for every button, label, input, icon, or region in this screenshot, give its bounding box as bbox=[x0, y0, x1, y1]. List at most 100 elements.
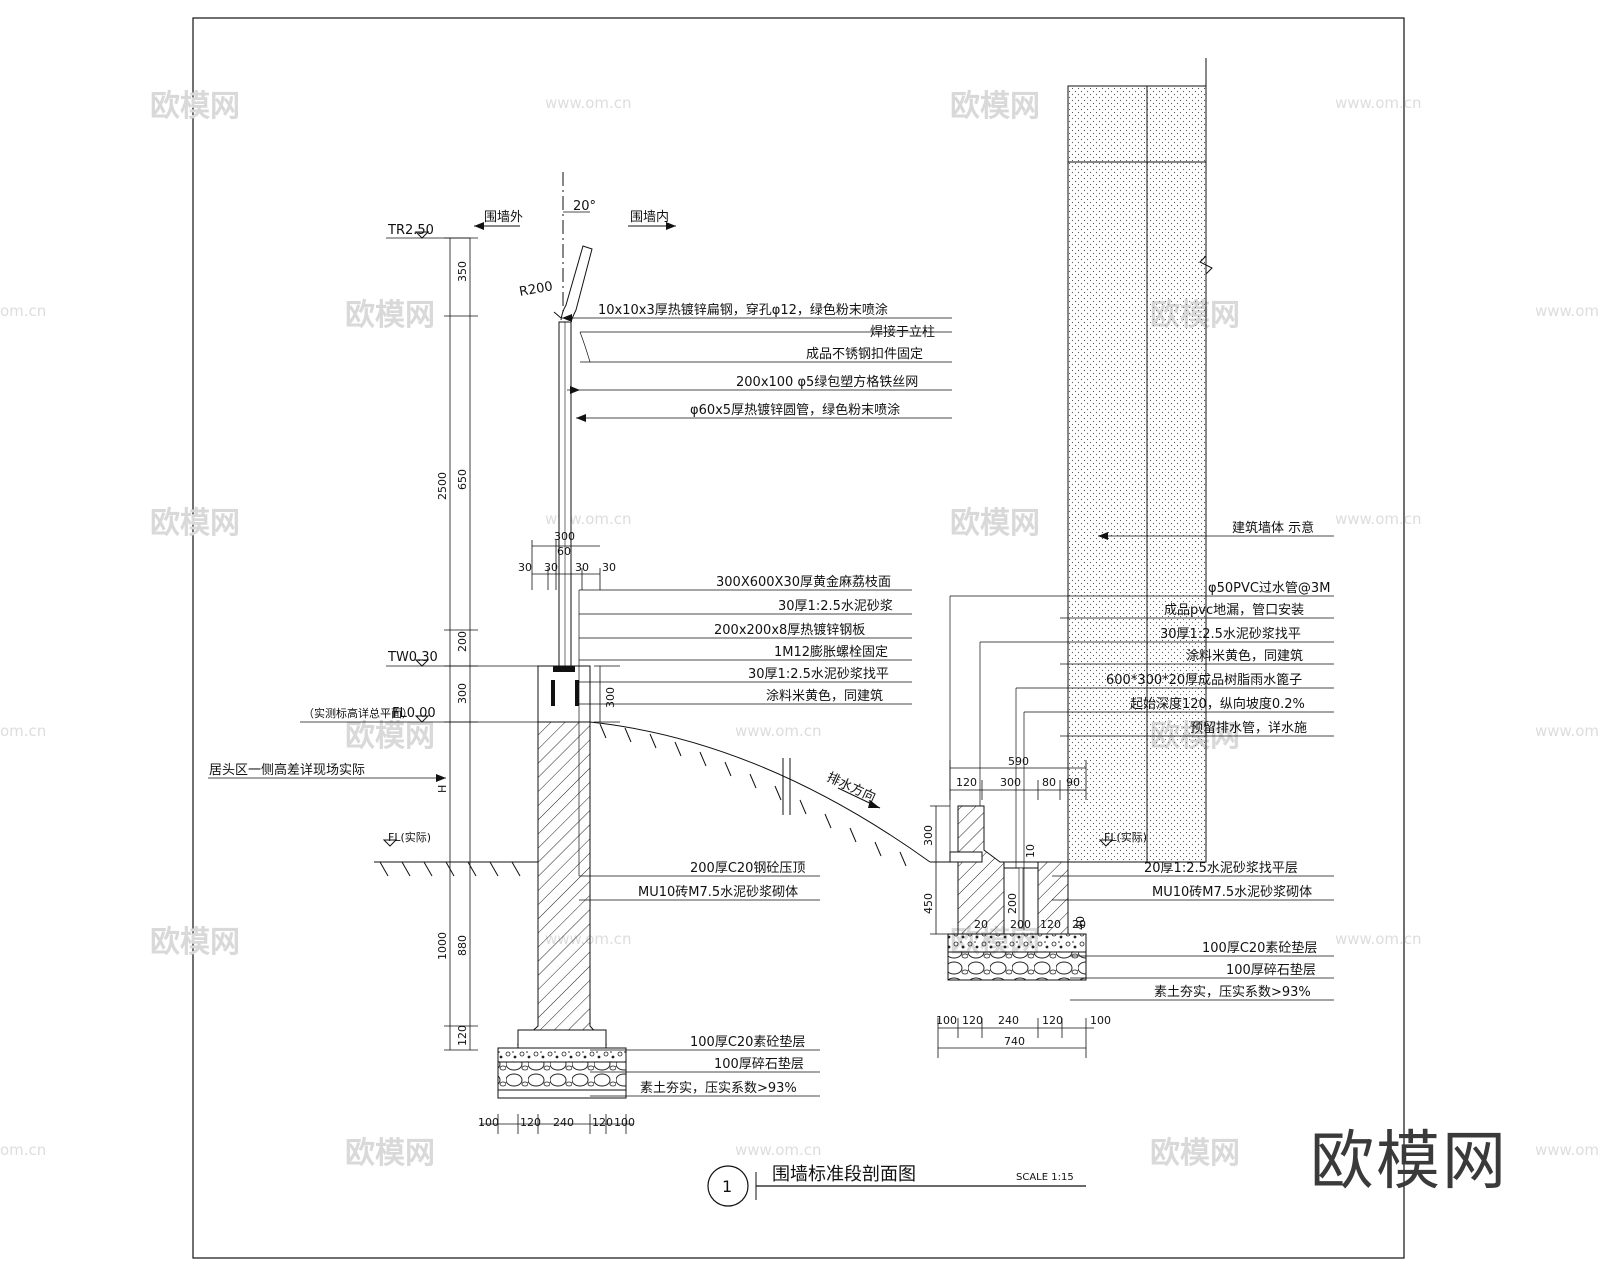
section-number-circle bbox=[707, 1165, 749, 1207]
level-markers: TR2.50 TW0.30 （实测标高详总平面） FL0.00 居头区一侧高差详… bbox=[208, 223, 1147, 847]
callout-drain-pipe: 预留排水管，详水施 bbox=[1190, 721, 1307, 736]
dim-right-v40: 40 bbox=[1074, 916, 1087, 930]
callout-brick-right: MU10砖M7.5水泥砂浆砌体 bbox=[1152, 885, 1312, 900]
level-top: TR2.50 bbox=[387, 223, 434, 238]
watermark-url: www.om.cn bbox=[735, 722, 822, 740]
dim-right-300: 300 bbox=[1000, 776, 1021, 789]
watermark-brand: 欧模网 bbox=[150, 925, 240, 960]
dim-top-30d: 30 bbox=[602, 561, 616, 574]
watermark-brand: 欧模网 bbox=[345, 1136, 435, 1171]
dim-cap-300: 300 bbox=[604, 687, 617, 708]
right-dimensions: 590 120 300 80 90 300 450 200 10 40 20 2… bbox=[922, 755, 1111, 1058]
watermark-brand: 欧模网 bbox=[150, 89, 240, 124]
callout-brick: MU10砖M7.5水泥砂浆砌体 bbox=[638, 885, 798, 900]
dim-right-120: 120 bbox=[956, 776, 977, 789]
dim-right-v300: 300 bbox=[922, 825, 935, 846]
dim-right-v200: 200 bbox=[1006, 893, 1019, 914]
dim-right-90: 90 bbox=[1066, 776, 1080, 789]
callout-grate: 600*300*20厚成品树脂雨水篦子 bbox=[1106, 673, 1302, 688]
dim-bottom-100b: 100 bbox=[614, 1116, 635, 1129]
watermark-brand: 欧模网 bbox=[950, 89, 1040, 124]
level-wall-top: TW0.30 bbox=[387, 650, 438, 665]
dim-top-30a: 30 bbox=[518, 561, 532, 574]
ground-level-left: FL(实际) bbox=[388, 830, 431, 844]
callout-concrete-bed: 100厚C20素砼垫层 bbox=[690, 1034, 805, 1050]
dim-right-590: 590 bbox=[1008, 755, 1029, 768]
fence-post bbox=[553, 172, 593, 673]
callout-clamp: 成品不锈钢扣件固定 bbox=[806, 347, 923, 362]
dim-200: 200 bbox=[456, 631, 469, 652]
dim-right-bottom-100b: 100 bbox=[1090, 1014, 1111, 1027]
watermark-url: www.om.cn bbox=[545, 510, 632, 528]
callout-soil-right: 素土夯实，压实系数>93% bbox=[1154, 985, 1311, 1000]
dim-right-80: 80 bbox=[1042, 776, 1056, 789]
watermark-url: om.cn bbox=[0, 1141, 46, 1159]
callout-concrete-bed-right: 100厚C20素砼垫层 bbox=[1202, 940, 1317, 956]
level-floor: FL0.00 bbox=[392, 706, 436, 721]
watermark-url: www.om.cn bbox=[1335, 510, 1422, 528]
dim-right-bottom-120b: 120 bbox=[1042, 1014, 1063, 1027]
callout-floor-drain: 成品pvc地漏，管口安装 bbox=[1164, 602, 1304, 618]
watermark-url: www.om.cn bbox=[1535, 722, 1600, 740]
dim-bottom-240: 240 bbox=[553, 1116, 574, 1129]
callout-granite: 300X600X30厚黄金麻荔枝面 bbox=[716, 574, 891, 590]
dim-top-300: 300 bbox=[554, 530, 575, 543]
callout-mesh: 200x100 φ5绿包塑方格铁丝网 bbox=[736, 374, 918, 390]
dim-bottom-120a: 120 bbox=[520, 1116, 541, 1129]
dim-bottom-120b: 120 bbox=[592, 1116, 613, 1129]
dim-350: 350 bbox=[456, 261, 469, 282]
callout-flat-steel: 10x10x3厚热镀锌扁钢，穿孔φ12，绿色粉末喷涂 bbox=[598, 302, 888, 318]
dim-120: 120 bbox=[456, 1025, 469, 1046]
dim-right-inner-20b: 20 bbox=[1072, 918, 1086, 931]
dim-right-inner-200: 200 bbox=[1010, 918, 1031, 931]
dim-top-30c: 30 bbox=[575, 561, 589, 574]
watermark-brand: 欧模网 bbox=[950, 506, 1040, 541]
radius-label: R200 bbox=[518, 279, 554, 300]
angle-label: 20° bbox=[573, 199, 596, 214]
ground: 排水方向 bbox=[374, 721, 931, 877]
dim-right-740: 740 bbox=[1004, 1035, 1025, 1048]
watermark-url: www.om.cn bbox=[1335, 94, 1422, 112]
height-note: 居头区一侧高差详现场实际 bbox=[209, 762, 365, 778]
floor-note: （实测标高详总平面） bbox=[303, 706, 413, 720]
dim-top-30b: 30 bbox=[544, 561, 558, 574]
callout-paint: 涂料米黄色，同建筑 bbox=[766, 688, 883, 704]
label-outside: 围墙外 bbox=[484, 210, 523, 225]
drainage-trench bbox=[930, 805, 1087, 981]
callout-levelling-right: 30厚1:2.5水泥砂浆找平 bbox=[1160, 627, 1301, 642]
callout-slope: 起始深度120，纵向坡度0.2% bbox=[1130, 696, 1305, 712]
watermark-url: www.om.cn bbox=[1535, 1141, 1600, 1159]
watermark-url: om.cn bbox=[0, 302, 46, 320]
dim-650: 650 bbox=[456, 469, 469, 490]
callout-weld: 焊接于立柱 bbox=[870, 324, 935, 340]
brand-watermark-large: 欧模网 bbox=[1310, 1125, 1508, 1199]
left-wall bbox=[497, 665, 627, 1099]
title-block: 1 围墙标准段剖面图 SCALE 1:15 bbox=[707, 1164, 1086, 1207]
left-dimensions: 350 650 2500 200 300 H 880 1000 120 300 … bbox=[436, 237, 635, 1134]
watermark-brand: 欧模网 bbox=[150, 506, 240, 541]
dim-right-bottom-120a: 120 bbox=[962, 1014, 983, 1027]
dim-1000: 1000 bbox=[436, 932, 449, 960]
callout-gravel-bed-right: 100厚碎石垫层 bbox=[1226, 962, 1316, 978]
side-labels: 围墙外 围墙内 20° R200 bbox=[474, 199, 676, 300]
dim-right-bottom-240: 240 bbox=[998, 1014, 1019, 1027]
drawing-title: 围墙标准段剖面图 bbox=[772, 1164, 916, 1185]
callout-screed: 20厚1:2.5水泥砂浆找平层 bbox=[1144, 861, 1298, 876]
watermark-url: om.cn bbox=[0, 722, 46, 740]
section-number: 1 bbox=[722, 1177, 732, 1196]
callout-mortar: 30厚1:2.5水泥砂浆 bbox=[778, 599, 893, 614]
dim-right-inner-20a: 20 bbox=[974, 918, 988, 931]
dim-300: 300 bbox=[456, 683, 469, 704]
left-callouts: 10x10x3厚热镀锌扁钢，穿孔φ12，绿色粉末喷涂 焊接于立柱 成品不锈钢扣件… bbox=[562, 302, 952, 1097]
callout-base-plate: 200x200x8厚热镀锌钢板 bbox=[714, 622, 865, 638]
drawing-scale: SCALE 1:15 bbox=[1016, 1172, 1074, 1183]
label-inside: 围墙内 bbox=[630, 209, 669, 225]
dim-top-60: 60 bbox=[557, 545, 571, 558]
sheet-border bbox=[192, 17, 1405, 1259]
callout-paint-right: 涂料米黄色，同建筑 bbox=[1186, 648, 1303, 664]
watermark-url: www.om.cn bbox=[1335, 930, 1422, 948]
callout-pvc-pipe: φ50PVC过水管@3M bbox=[1208, 581, 1330, 596]
dim-bottom-100a: 100 bbox=[478, 1116, 499, 1129]
